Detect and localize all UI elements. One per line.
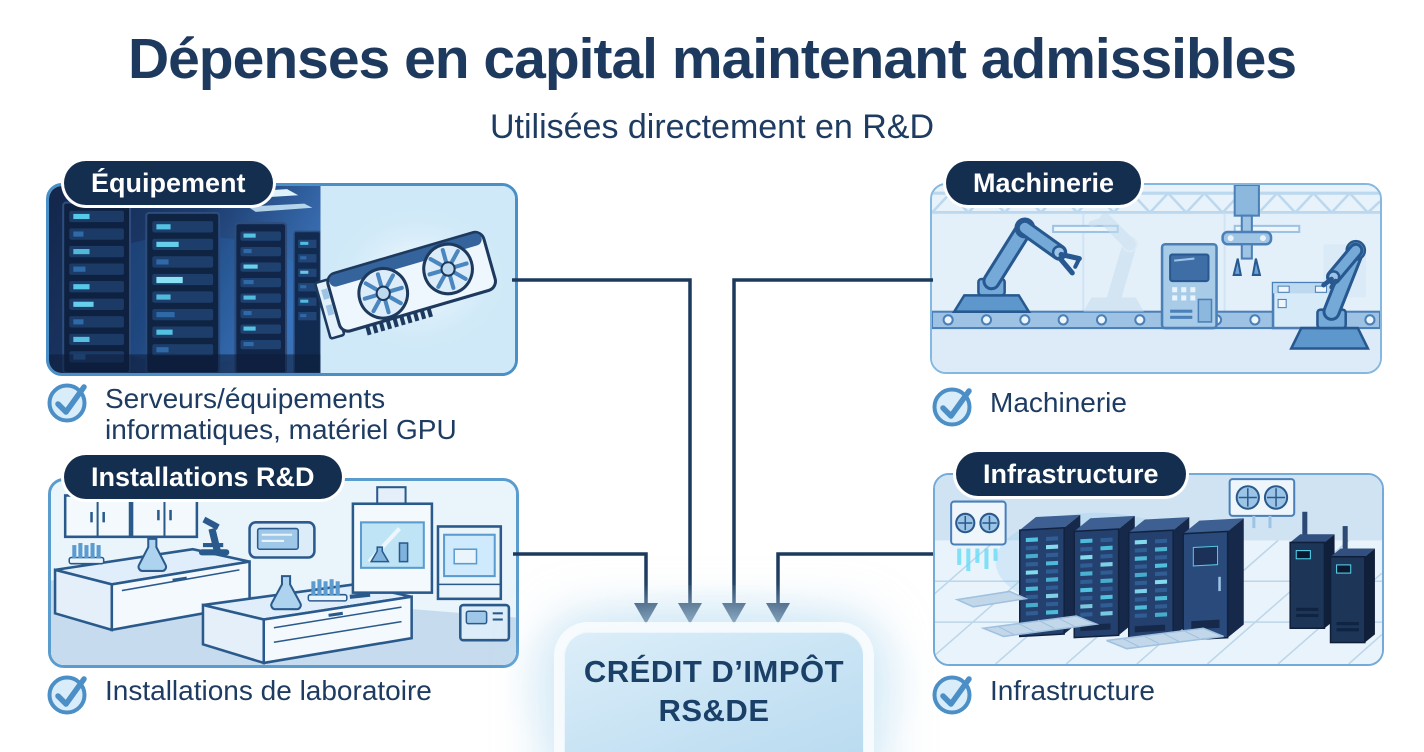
robotic-assembly-line-illustration bbox=[932, 185, 1380, 372]
server-rack bbox=[234, 222, 288, 373]
label-equipement-text: Équipement bbox=[91, 168, 246, 198]
page-subtitle: Utilisées directement en R&D bbox=[489, 108, 935, 146]
caption-machinerie: Machinerie bbox=[931, 383, 1127, 427]
data-center-illustration bbox=[935, 475, 1382, 664]
ceiling-fan-unit bbox=[1228, 478, 1296, 529]
overhead-gripper bbox=[1221, 185, 1273, 276]
caption-installations-text: Installations de laboratoire bbox=[105, 675, 432, 706]
server-room-gpu-illustration bbox=[49, 186, 515, 373]
robot-arm-right bbox=[1289, 239, 1370, 350]
label-infrastructure: Infrastructure bbox=[956, 452, 1186, 496]
connector-equipement bbox=[512, 278, 692, 605]
credit-impot-line1: CRÉDIT D’IMPÔT bbox=[583, 654, 845, 689]
caption-infrastructure-text: Infrastructure bbox=[990, 675, 1155, 706]
caption-equipement: Serveurs/équipements informatiques, maté… bbox=[46, 379, 505, 445]
panel-infrastructure bbox=[933, 473, 1384, 666]
fume-hood bbox=[351, 486, 434, 594]
label-installations: Installations R&D bbox=[64, 455, 342, 499]
laboratory-illustration bbox=[51, 481, 516, 665]
robot-arm-ghost bbox=[1083, 213, 1144, 312]
caption-installations: Installations de laboratoire bbox=[46, 671, 432, 715]
robot-arm-left bbox=[951, 217, 1082, 313]
floor-grates bbox=[954, 590, 1224, 650]
check-icon bbox=[47, 675, 87, 715]
test-tube-rack bbox=[68, 543, 105, 565]
bench-machine bbox=[459, 603, 511, 642]
label-machinerie-text: Machinerie bbox=[973, 168, 1115, 198]
check-icon bbox=[932, 387, 972, 427]
page-title: Dépenses en capital maintenant admissibl… bbox=[127, 27, 1297, 91]
caption-equipement-text: Serveurs/équipements informatiques, maté… bbox=[105, 383, 457, 445]
flask bbox=[137, 537, 168, 572]
test-tube-rack bbox=[307, 579, 348, 602]
server-rack bbox=[293, 230, 322, 373]
edge-cabinets bbox=[1289, 511, 1375, 644]
caption-machinerie-text: Machinerie bbox=[990, 387, 1127, 418]
connector-machinerie bbox=[732, 278, 933, 605]
panel-installations bbox=[48, 478, 519, 668]
assembly-box bbox=[1271, 281, 1333, 330]
credit-impot-box: CRÉDIT D’IMPÔT RS&DE bbox=[564, 632, 864, 752]
caption-infrastructure: Infrastructure bbox=[931, 671, 1155, 715]
conveyor-belt bbox=[932, 310, 1380, 330]
gpu-card bbox=[314, 230, 497, 340]
label-equipement: Équipement bbox=[64, 161, 273, 205]
credit-impot-line2: RS&DE bbox=[658, 693, 770, 728]
glass-chamber bbox=[436, 525, 503, 601]
server-rack bbox=[145, 211, 221, 373]
control-kiosk bbox=[1160, 242, 1218, 330]
check-icon bbox=[932, 675, 972, 715]
flask bbox=[270, 575, 302, 611]
wall-fan-unit-left bbox=[950, 500, 1007, 572]
server-rack bbox=[62, 201, 132, 373]
panel-equipement bbox=[46, 183, 518, 376]
microscope bbox=[198, 516, 230, 556]
label-installations-text: Installations R&D bbox=[91, 462, 315, 492]
label-infrastructure-text: Infrastructure bbox=[983, 459, 1159, 489]
analyzer bbox=[248, 521, 316, 559]
panel-machinerie bbox=[930, 183, 1382, 374]
label-machinerie: Machinerie bbox=[946, 161, 1142, 205]
check-icon bbox=[47, 383, 87, 423]
server-rack-row bbox=[1019, 514, 1244, 641]
